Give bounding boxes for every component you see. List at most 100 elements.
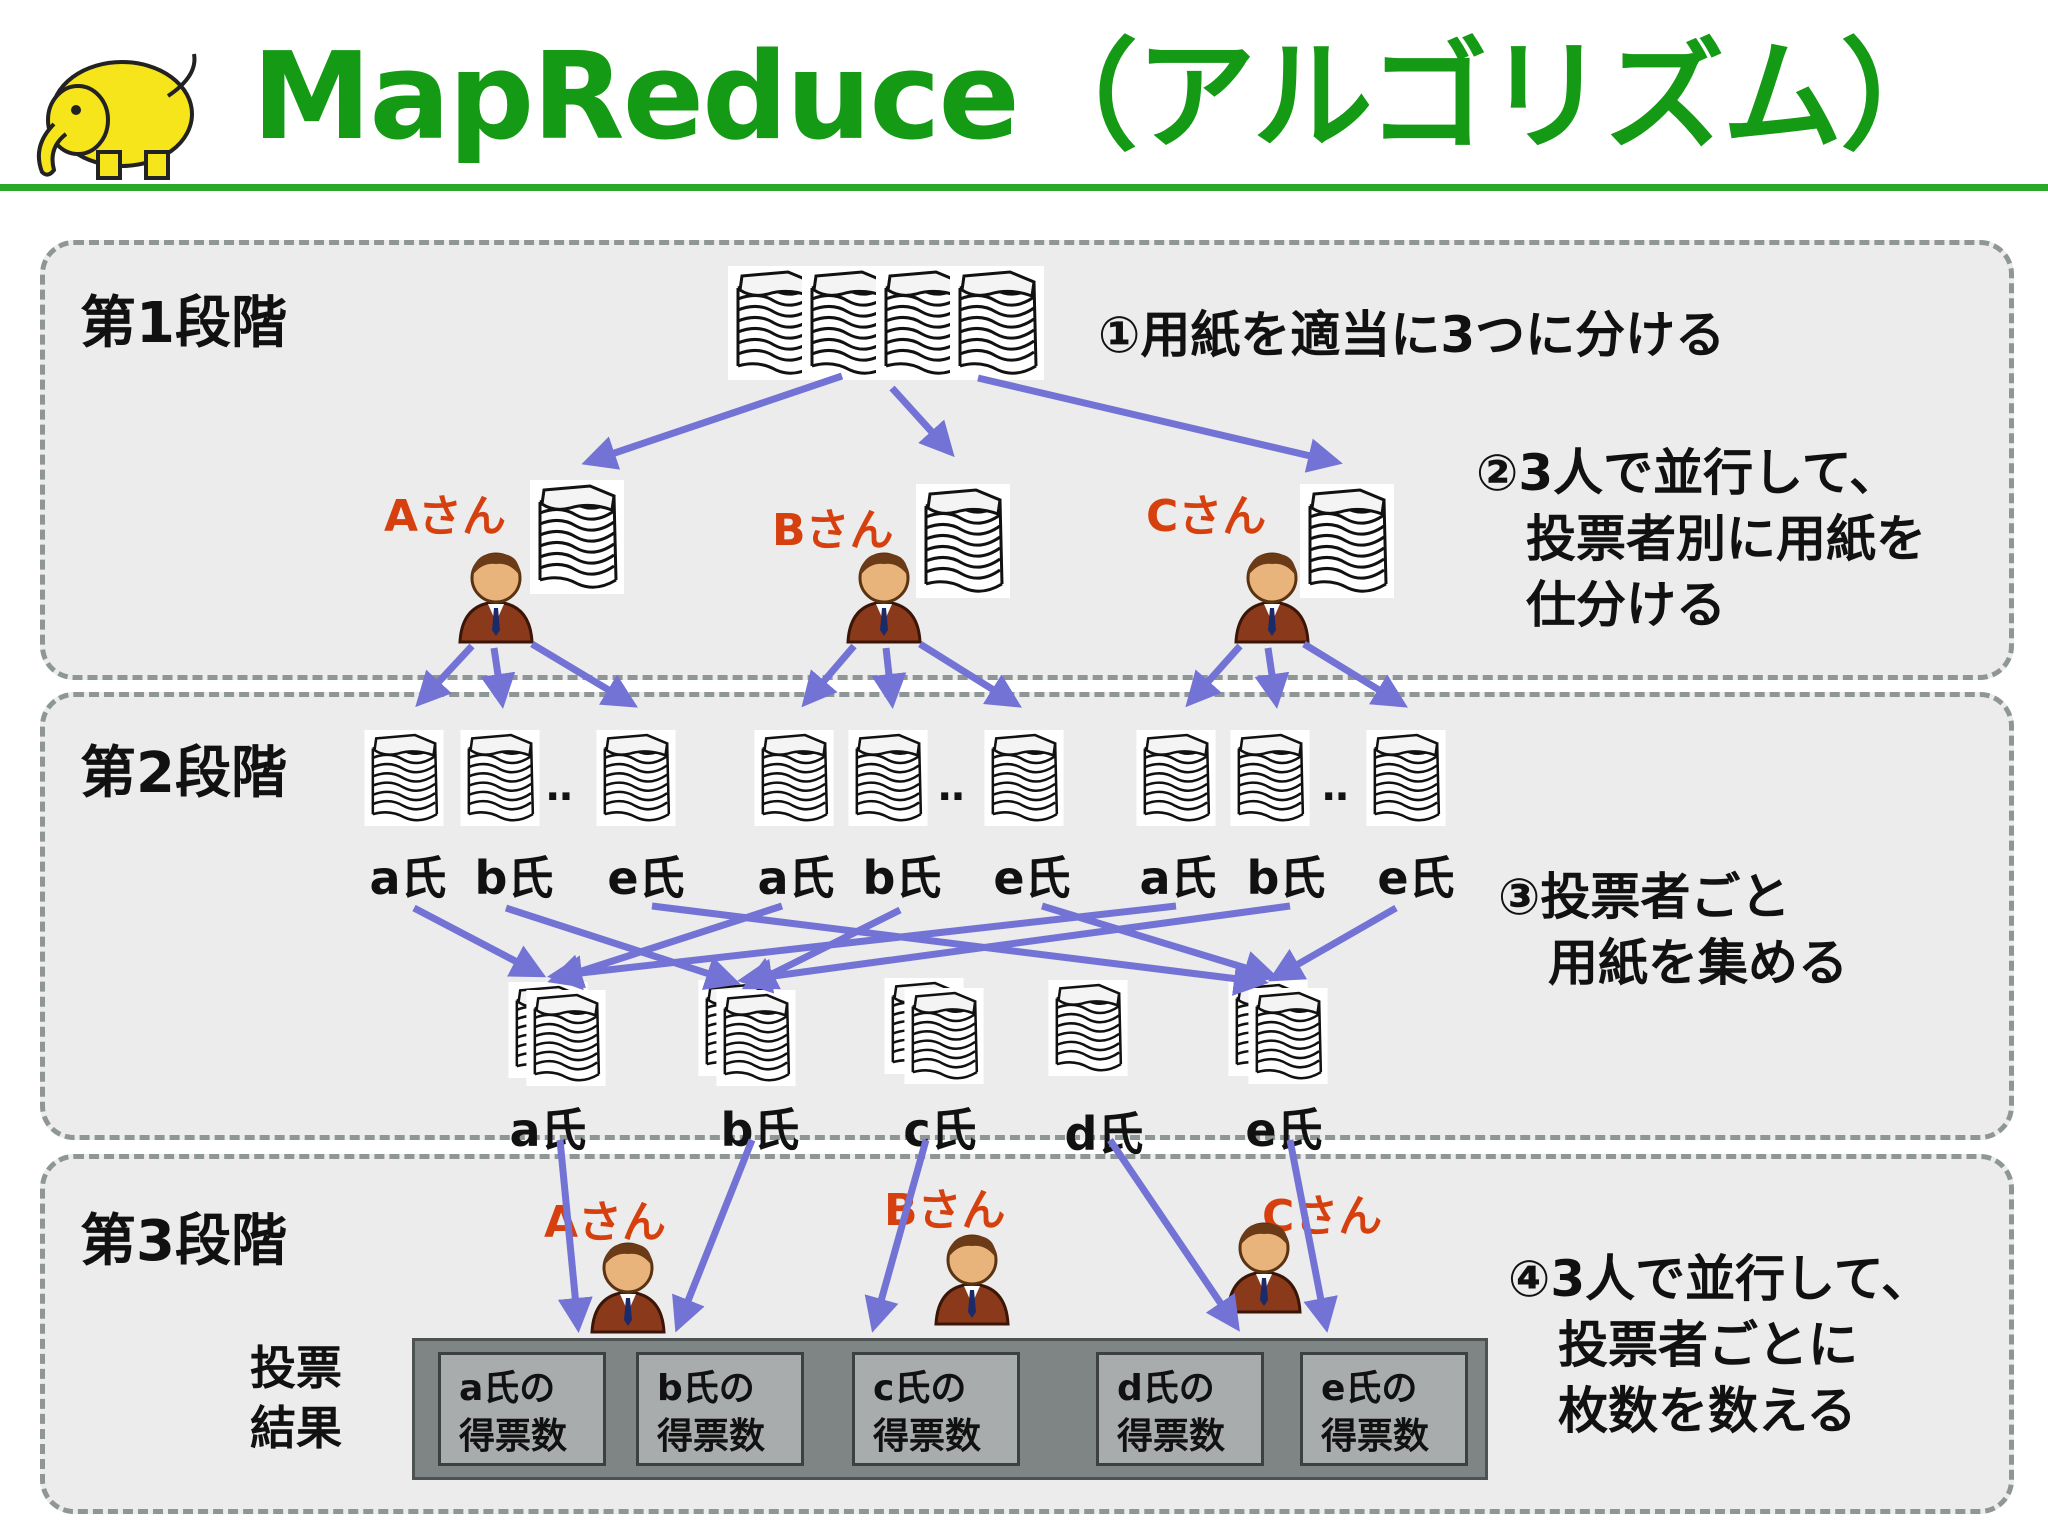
sorted-label-b-e: e氏 (993, 851, 1071, 905)
note-step-4: ④3人で並行して、 投票者ごとに 枚数を数える (1508, 1246, 1931, 1444)
result-box-b-line-1: b氏の (657, 1368, 755, 1409)
ballot-stack-icon (848, 730, 928, 826)
ballot-stack-icon (526, 990, 606, 1086)
shuffle-arrow-ba (547, 902, 784, 989)
map-arrow-a-3 (530, 640, 639, 708)
person-icon (454, 546, 538, 646)
shuffle-arrow-ca (547, 902, 1177, 991)
ballot-stack-icon (1048, 980, 1128, 1076)
ballot-stack-icon (1366, 730, 1446, 826)
note-step-2-line-2: 投票者別に用紙を (1476, 510, 1926, 568)
ballot-stack-icon (1248, 988, 1328, 1084)
shuffle-arrow-cb (737, 902, 1291, 994)
note-step-4-line-1: ④3人で並行して、 (1508, 1250, 1932, 1308)
note-step-3-line-1: ③投票者ごと (1498, 868, 1791, 926)
stage-2-label: 第2段階 (80, 741, 287, 806)
ballot-stack-icon (460, 730, 540, 826)
map-arrow-b-2 (871, 647, 907, 709)
ballot-stack-icon (916, 484, 1010, 598)
page-title: MapReduce（アルゴリズム） (252, 28, 1960, 167)
note-step-3-line-2: 用紙を集める (1498, 934, 1848, 992)
map-arrow-a-1 (415, 643, 475, 708)
shuffle-arrow-aa (412, 904, 547, 978)
ballot-stack-icon (1136, 730, 1216, 826)
ellipsis-a: ‥ (546, 764, 575, 810)
reduce-arrow-d (1107, 1138, 1240, 1332)
note-step-4-line-3: 枚数を数える (1508, 1382, 1857, 1440)
result-box-b: b氏の 得票数 (636, 1352, 804, 1466)
result-box-d-line-1: d氏の (1117, 1368, 1215, 1409)
ballot-stack-icon (1300, 484, 1394, 598)
map-arrow-b-1 (801, 643, 857, 708)
result-box-e-line-1: e氏の (1321, 1368, 1418, 1409)
result-box-c: c氏の 得票数 (852, 1352, 1020, 1466)
sorted-label-a-b: b氏 (474, 851, 554, 905)
person-icon (1222, 1216, 1306, 1316)
ellipsis-b: ‥ (938, 764, 967, 810)
map-arrow-c-2 (1254, 647, 1290, 709)
map-arrow-b-3 (918, 641, 1022, 708)
title-underline (0, 184, 2048, 191)
ballot-stack-icon (1230, 730, 1310, 826)
ballot-stack-icon (530, 480, 624, 594)
stage-3-label: 第3段階 (80, 1209, 287, 1274)
result-box-a-line-2: 得票数 (459, 1416, 568, 1457)
reduce-arrow-c (864, 1139, 930, 1333)
ballot-stack-icon (596, 730, 676, 826)
sorted-label-a-a: a氏 (369, 851, 447, 905)
ballot-stack-icon (950, 266, 1044, 380)
sorted-label-c-e: e氏 (1377, 851, 1455, 905)
sorted-label-b-b: b氏 (862, 851, 942, 905)
result-label-line-1: 投票 (250, 1341, 342, 1395)
result-box-b-line-2: 得票数 (657, 1416, 766, 1457)
collected-label-b: b氏 (720, 1103, 800, 1157)
person-icon (586, 1236, 670, 1336)
stage-1-label: 第1段階 (80, 291, 287, 356)
collected-label-c: c氏 (903, 1103, 977, 1157)
person-icon (930, 1228, 1014, 1328)
map-arrow-a-2 (480, 647, 516, 709)
sorted-label-b-a: a氏 (757, 851, 835, 905)
result-box-c-line-1: c氏の (873, 1368, 967, 1409)
reduce-arrow-b (672, 1138, 756, 1333)
result-box-a: a氏の 得票数 (438, 1352, 606, 1466)
note-step-2-line-3: 仕分ける (1476, 576, 1726, 634)
collected-label-a: a氏 (509, 1103, 587, 1157)
worker-label-a: Aさん (384, 491, 507, 542)
shuffle-arrow-ce (1267, 904, 1398, 982)
person-icon (1230, 546, 1314, 646)
person-icon (842, 546, 926, 646)
note-step-2-line-1: ②3人で並行して、 (1476, 444, 1900, 502)
sorted-label-a-e: e氏 (607, 851, 685, 905)
result-box-c-line-2: 得票数 (873, 1416, 982, 1457)
map-arrow-c-1 (1185, 643, 1243, 708)
split-arrow-a (581, 372, 844, 470)
collected-label-e: e氏 (1245, 1103, 1323, 1157)
result-box-e: e氏の 得票数 (1300, 1352, 1468, 1466)
note-step-2: ②3人で並行して、 投票者別に用紙を 仕分ける (1476, 440, 1926, 638)
result-box-d-line-2: 得票数 (1117, 1416, 1226, 1457)
result-box-d: d氏の 得票数 (1096, 1352, 1264, 1466)
collected-label-d: d氏 (1064, 1107, 1144, 1161)
note-step-1: ①用紙を適当に3つに分ける (1098, 306, 1726, 364)
result-box-a-line-1: a氏の (459, 1368, 556, 1409)
sorted-label-c-a: a氏 (1139, 851, 1217, 905)
sorted-label-c-b: b氏 (1246, 851, 1326, 905)
note-step-3: ③投票者ごと 用紙を集める (1498, 864, 1848, 996)
hadoop-elephant-icon (37, 53, 197, 180)
split-arrow-c (977, 374, 1343, 473)
ballot-stack-icon (754, 730, 834, 826)
result-label: 投票 結果 (250, 1338, 342, 1458)
worker-label-b: Bさん (772, 505, 894, 556)
result-label-line-2: 結果 (250, 1401, 342, 1455)
ellipsis-c: ‥ (1322, 764, 1351, 810)
map-arrow-c-3 (1302, 641, 1408, 708)
ballot-stack-icon (984, 730, 1064, 826)
reduce-arrow-e (1286, 1139, 1338, 1333)
reduce-arrow-a (556, 1139, 593, 1333)
result-box-e-line-2: 得票数 (1321, 1416, 1430, 1457)
ballot-stack-icon (364, 730, 444, 826)
note-step-4-line-2: 投票者ごとに (1508, 1316, 1858, 1374)
ballot-stack-icon (716, 990, 796, 1086)
